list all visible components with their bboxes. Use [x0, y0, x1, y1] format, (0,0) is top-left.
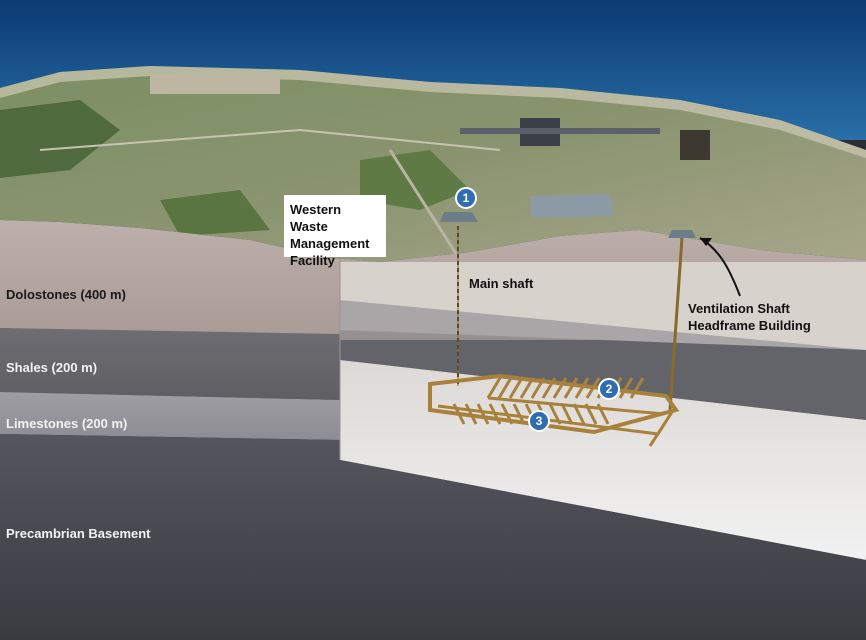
facility-line: Facility [290, 253, 335, 268]
station-building [680, 130, 710, 160]
limestone-layer [0, 392, 340, 440]
label-precambrian-basement: Precambrian Basement [6, 526, 151, 541]
emplacement-room [512, 403, 526, 425]
facility-line: Western Waste [290, 202, 342, 234]
emplacement-room [488, 403, 502, 425]
forest-patch [360, 150, 470, 210]
emplacement-room [476, 403, 490, 425]
marker-3: 3 [528, 410, 550, 432]
emplacement-room [618, 377, 634, 399]
tunnel-outline [428, 373, 680, 435]
emplacement-room [508, 377, 524, 399]
pond [530, 194, 614, 218]
shoreline [0, 66, 866, 158]
ventilation-line: Ventilation Shaft [688, 301, 790, 316]
station-building [150, 74, 280, 94]
forest-patch [0, 100, 120, 178]
emplacement-room [464, 403, 478, 425]
emplacement-room [541, 377, 557, 399]
emplacement-room [560, 403, 574, 425]
emplacement-room [497, 377, 513, 399]
precambrian-basement-layer [0, 434, 866, 640]
label-dolostones: Dolostones (400 m) [6, 287, 126, 302]
marker-2: 2 [598, 378, 620, 400]
emplacement-room [519, 377, 535, 399]
site-road [460, 128, 660, 134]
ventilation-shaft [668, 237, 684, 411]
marker-1: 1 [455, 187, 477, 209]
facility-line: Management [290, 236, 370, 251]
emplacement-room [530, 377, 546, 399]
emplacement-room [500, 403, 514, 425]
shale-layer-side [340, 300, 866, 420]
main-shaft-headframe [440, 212, 478, 222]
access-tunnel [487, 396, 665, 416]
ventilation-line: Headframe Building [688, 318, 811, 333]
emplacement-room [452, 403, 466, 425]
emplacement-room [552, 377, 568, 399]
emplacement-room [585, 377, 601, 399]
site-road [388, 149, 462, 261]
facility-callout: Western Waste Management Facility [284, 195, 386, 268]
label-shales: Shales (200 m) [6, 360, 98, 375]
ventilation-callout: Ventilation Shaft Headframe Building [688, 300, 811, 334]
emplacement-room [548, 403, 562, 425]
forest-patch [160, 190, 270, 236]
repository-tunnels [428, 373, 680, 447]
main-shaft-label: Main shaft [469, 276, 534, 291]
ventilation-headframe [668, 230, 696, 238]
site-road [39, 128, 501, 151]
emplacement-room [486, 377, 502, 399]
arrow-head [700, 238, 712, 246]
shale-layer [0, 328, 340, 400]
label-limestones: Limestones (200 m) [6, 416, 128, 431]
emplacement-room [574, 377, 590, 399]
emplacement-room [629, 377, 645, 399]
emplacement-room [563, 377, 579, 399]
